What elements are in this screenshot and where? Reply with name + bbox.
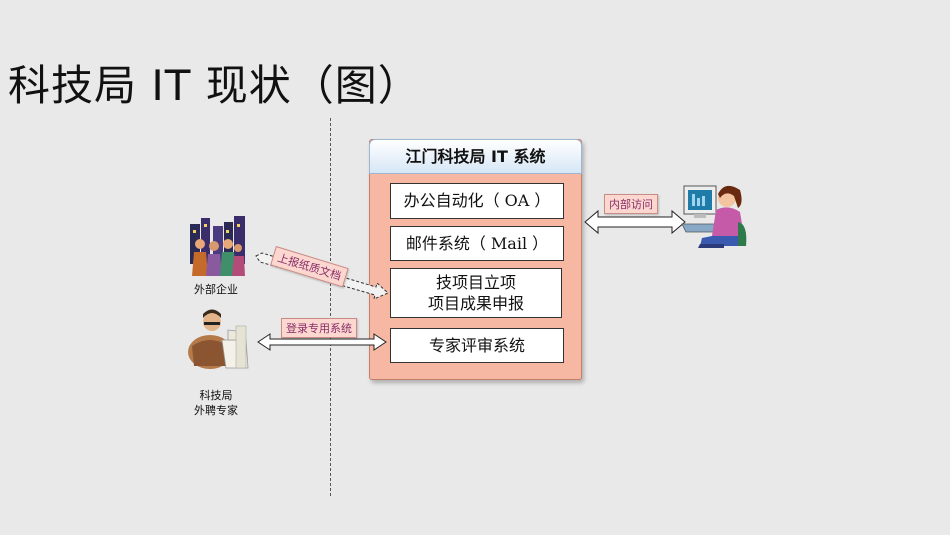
system-box-label: 专家评审系统 <box>428 336 525 355</box>
internal-access-label: 内部访问 <box>604 194 658 214</box>
expert-caption-line2: 外聘专家 <box>194 404 238 417</box>
system-box-label: 技项目立项 <box>435 273 516 292</box>
login-label: 登录专用系统 <box>281 318 357 338</box>
system-box-mail: 邮件系统（ Mail ） <box>390 226 564 261</box>
system-box-label: 邮件系统（ Mail ） <box>405 234 549 253</box>
system-box-oa: 办公自动化（ OA ） <box>390 183 564 219</box>
login-arrow <box>257 333 387 351</box>
business-people-icon <box>190 216 245 276</box>
expert-caption: 科技局 外聘专家 <box>178 388 254 418</box>
internal-access-arrow <box>584 209 686 235</box>
enterprise-caption: 外部企业 <box>194 283 238 296</box>
system-box-label: 项目成果申报 <box>427 294 524 313</box>
system-box-label: 办公自动化（ OA ） <box>403 191 551 210</box>
woman-at-computer-icon <box>681 185 747 248</box>
system-box-project: 技项目立项 项目成果申报 <box>390 268 562 318</box>
expert-caption-line1: 科技局 <box>199 389 233 402</box>
boundary-divider <box>330 118 331 496</box>
system-header: 江门科技局 IT 系统 <box>369 139 582 174</box>
expert-at-desk-icon <box>188 309 249 369</box>
system-box-expert-review: 专家评审系统 <box>390 328 564 363</box>
page-title: 科技局 IT 现状（图） <box>8 61 421 110</box>
